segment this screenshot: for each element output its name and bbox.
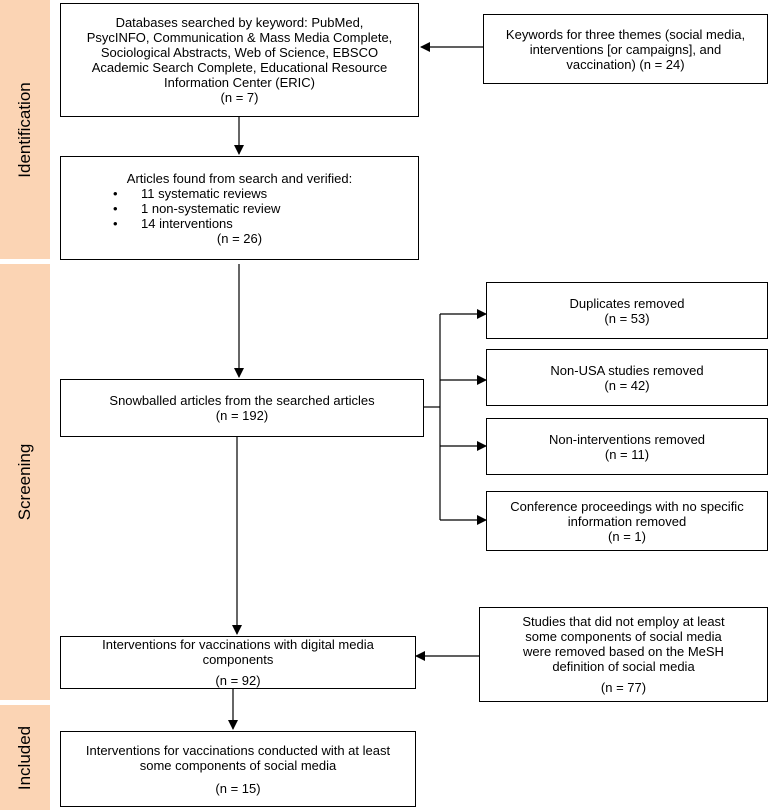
keywords-line-2: interventions [or campaigns], and bbox=[529, 41, 722, 57]
not-social-line-2: some components of social media bbox=[525, 629, 722, 644]
articles-bullet-text: 14 interventions bbox=[141, 215, 233, 231]
phase-band-included: Included bbox=[0, 705, 50, 810]
non-usa-count: (n = 42) bbox=[604, 377, 650, 393]
box-articles-found: Articles found from search and verified:… bbox=[60, 156, 419, 260]
articles-bullet-text: 11 systematic reviews bbox=[141, 185, 268, 201]
databases-line-1: Databases searched by keyword: PubMed, bbox=[115, 15, 364, 30]
box-databases-searched: Databases searched by keyword: PubMed, P… bbox=[60, 3, 419, 117]
articles-bullet-item: • 11 systematic reviews bbox=[67, 186, 412, 201]
box-non-usa-removed: Non-USA studies removed (n = 42) bbox=[486, 349, 768, 406]
conference-line-1: Conference proceedings with no specific bbox=[510, 498, 744, 514]
digital-count: (n = 92) bbox=[215, 673, 261, 688]
not-social-line-4: definition of social media bbox=[552, 659, 695, 674]
databases-line-5: Information Center (ERIC) bbox=[164, 75, 315, 90]
box-keywords: Keywords for three themes (social media,… bbox=[483, 14, 768, 84]
keywords-line-3: vaccination) (n = 24) bbox=[566, 56, 685, 72]
articles-count: (n = 26) bbox=[216, 230, 263, 246]
not-social-line-3: were removed based on the MeSH bbox=[523, 644, 724, 659]
box-not-social-media: Studies that did not employ at least som… bbox=[479, 607, 768, 702]
bullet-symbol: • bbox=[113, 185, 118, 201]
articles-heading: Articles found from search and verified: bbox=[126, 170, 353, 186]
box-final-included: Interventions for vaccinations conducted… bbox=[60, 731, 416, 807]
bullet-symbol: • bbox=[113, 215, 118, 231]
non-interventions-label: Non-interventions removed bbox=[548, 431, 706, 447]
databases-line-2: PsycINFO, Communication & Mass Media Com… bbox=[86, 30, 393, 45]
databases-line-3: Sociological Abstracts, Web of Science, … bbox=[100, 45, 379, 60]
articles-bullet-item: • 14 interventions bbox=[67, 216, 412, 231]
articles-bullet-list: • 11 systematic reviews • 1 non-systematic… bbox=[67, 186, 412, 231]
databases-line-4: Academic Search Complete, Educational Re… bbox=[91, 60, 388, 75]
box-conference-removed: Conference proceedings with no specific … bbox=[486, 491, 768, 551]
articles-bullet-text: 1 non-systematic review bbox=[141, 200, 281, 216]
snowballed-count: (n = 192) bbox=[215, 408, 269, 423]
non-interventions-count: (n = 11) bbox=[604, 446, 650, 462]
databases-count: (n = 7) bbox=[220, 90, 259, 105]
box-non-interventions-removed: Non-interventions removed (n = 11) bbox=[486, 418, 768, 475]
bullet-symbol: • bbox=[113, 200, 118, 216]
box-duplicates-removed: Duplicates removed (n = 53) bbox=[486, 282, 768, 339]
duplicates-label: Duplicates removed bbox=[569, 295, 685, 311]
box-digital-media: Interventions for vaccinations with digi… bbox=[60, 636, 416, 689]
not-social-count: (n = 77) bbox=[600, 680, 647, 695]
non-usa-label: Non-USA studies removed bbox=[550, 362, 704, 378]
final-count: (n = 15) bbox=[215, 780, 261, 796]
phase-band-identification: Identification bbox=[0, 0, 50, 259]
phase-band-screening: Screening bbox=[0, 264, 50, 700]
digital-line-1: Interventions for vaccinations with digi… bbox=[102, 637, 374, 652]
snowballed-line-1: Snowballed articles from the searched ar… bbox=[109, 393, 375, 408]
final-line-1: Interventions for vaccinations conducted… bbox=[85, 742, 391, 758]
final-line-2: some components of social media bbox=[139, 757, 337, 773]
articles-bullet-item: • 1 non-systematic review bbox=[67, 201, 412, 216]
digital-line-2: components bbox=[202, 652, 274, 667]
conference-line-2: information removed bbox=[567, 513, 687, 529]
duplicates-count: (n = 53) bbox=[604, 310, 650, 326]
conference-count: (n = 1) bbox=[608, 528, 646, 544]
not-social-line-1: Studies that did not employ at least bbox=[522, 614, 725, 629]
box-snowballed: Snowballed articles from the searched ar… bbox=[60, 379, 424, 437]
final-spacer bbox=[67, 773, 409, 781]
keywords-line-1: Keywords for three themes (social media, bbox=[505, 26, 746, 42]
